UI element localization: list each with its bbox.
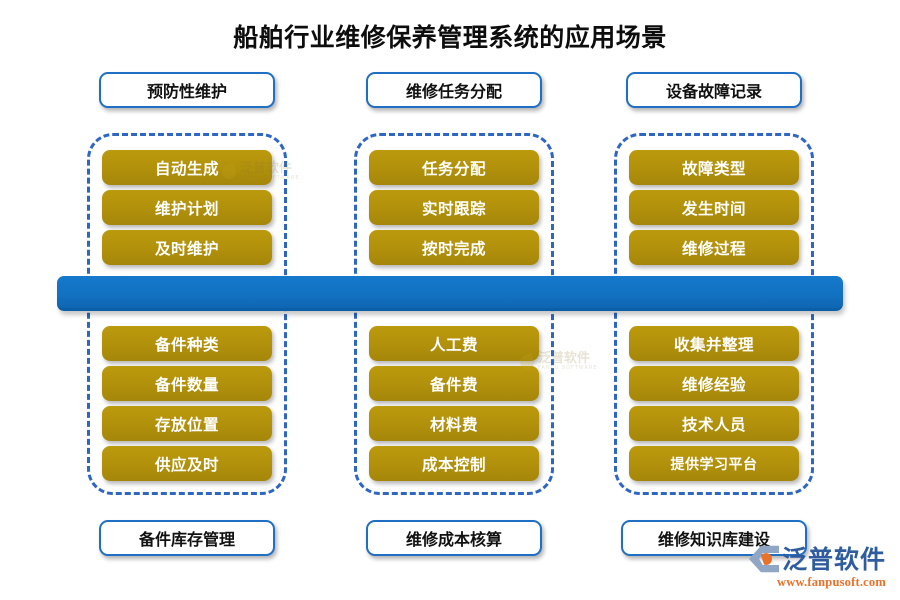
column-fault-record: 设备故障记录 故障类型 发生时间 维修过程 收集并整理 维修经验 技术人员 提供… xyxy=(600,72,828,556)
column-footer-0[interactable]: 备件库存管理 xyxy=(99,520,275,556)
gold-item[interactable]: 维修过程 xyxy=(629,230,799,265)
upper-item-stack-2: 故障类型 发生时间 维修过程 xyxy=(629,150,799,265)
gold-item[interactable]: 收集并整理 xyxy=(629,326,799,361)
lower-item-stack-0: 备件种类 备件数量 存放位置 供应及时 xyxy=(102,326,272,481)
column-preventive-maintenance: 预防性维护 自动生成 维护计划 及时维护 备件种类 备件数量 存放位置 供应及时… xyxy=(73,72,301,556)
column-header-0[interactable]: 预防性维护 xyxy=(99,72,275,108)
gold-item[interactable]: 人工费 xyxy=(369,326,539,361)
gold-item[interactable]: 备件费 xyxy=(369,366,539,401)
column-dashed-container-0 xyxy=(87,133,287,495)
fanpu-logo-icon xyxy=(748,544,779,574)
column-dashed-container-1 xyxy=(354,133,554,495)
gold-item[interactable]: 按时完成 xyxy=(369,230,539,265)
blue-connector-band xyxy=(57,276,843,311)
gold-item[interactable]: 技术人员 xyxy=(629,406,799,441)
column-footer-1[interactable]: 维修成本核算 xyxy=(366,520,542,556)
column-header-2[interactable]: 设备故障记录 xyxy=(626,72,802,108)
upper-item-stack-0: 自动生成 维护计划 及时维护 xyxy=(102,150,272,265)
gold-item[interactable]: 材料费 xyxy=(369,406,539,441)
column-dashed-container-2 xyxy=(614,133,814,495)
page-title: 船舶行业维修保养管理系统的应用场景 xyxy=(233,23,667,52)
brand-row: 泛普软件 xyxy=(708,544,886,574)
gold-item[interactable]: 供应及时 xyxy=(102,446,272,481)
brand-url: www.fanpusoft.com xyxy=(777,575,886,589)
upper-item-stack-1: 任务分配 实时跟踪 按时完成 xyxy=(369,150,539,265)
lower-item-stack-2: 收集并整理 维修经验 技术人员 提供学习平台 xyxy=(629,326,799,481)
gold-item[interactable]: 故障类型 xyxy=(629,150,799,185)
gold-item[interactable]: 成本控制 xyxy=(369,446,539,481)
column-header-1[interactable]: 维修任务分配 xyxy=(366,72,542,108)
lower-item-stack-1: 人工费 备件费 材料费 成本控制 xyxy=(369,326,539,481)
gold-item[interactable]: 维修经验 xyxy=(629,366,799,401)
gold-item[interactable]: 备件种类 xyxy=(102,326,272,361)
gold-item[interactable]: 提供学习平台 xyxy=(629,446,799,481)
gold-item[interactable]: 备件数量 xyxy=(102,366,272,401)
gold-item[interactable]: 实时跟踪 xyxy=(369,190,539,225)
gold-item[interactable]: 及时维护 xyxy=(102,230,272,265)
brand-name: 泛普软件 xyxy=(781,544,886,574)
gold-item[interactable]: 任务分配 xyxy=(369,150,539,185)
fanpu-logo-accent xyxy=(759,553,772,565)
gold-item[interactable]: 存放位置 xyxy=(102,406,272,441)
gold-item[interactable]: 维护计划 xyxy=(102,190,272,225)
column-task-assignment: 维修任务分配 任务分配 实时跟踪 按时完成 人工费 备件费 材料费 成本控制 维… xyxy=(340,72,568,556)
gold-item[interactable]: 发生时间 xyxy=(629,190,799,225)
brand-logo: 泛普软件 www.fanpusoft.com xyxy=(708,544,886,590)
gold-item[interactable]: 自动生成 xyxy=(102,150,272,185)
